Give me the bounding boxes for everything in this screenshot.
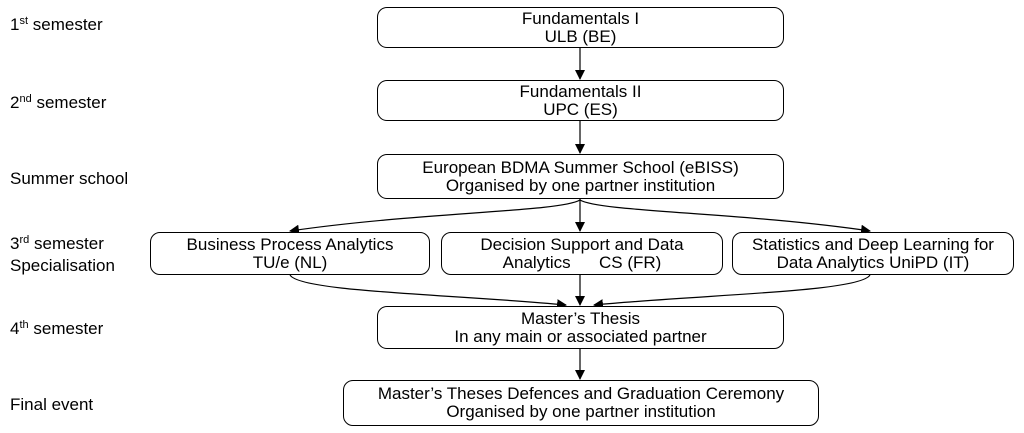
arrow-summer-to-bpa: [289, 199, 581, 235]
box-line: Fundamentals I: [521, 8, 640, 28]
box-line: Fundamentals II: [519, 81, 642, 101]
box-line: European BDMA Summer School (eBISS): [422, 157, 739, 177]
box-line: In any main or associated partner: [454, 326, 707, 346]
box-line: Decision Support and Data: [480, 234, 684, 254]
box-spec-business-process-analytics: Business Process Analytics TU/e (NL): [150, 232, 430, 275]
label-specialisation: Specialisation: [10, 256, 115, 275]
box-line: Organised by one partner institution: [445, 175, 716, 195]
box-fundamentals-2: Fundamentals II UPC (ES): [377, 80, 784, 121]
label-semester-3: 3rd semester: [10, 234, 104, 253]
label-summer-school: Summer school: [10, 169, 129, 188]
box-spec-decision-support: Decision Support and Data Analytics CS (…: [441, 232, 723, 275]
box-line: Business Process Analytics: [186, 234, 394, 254]
box-masters-thesis: Master’s Thesis In any main or associate…: [377, 306, 784, 349]
arrow-sdl-to-thesis: [593, 274, 871, 310]
box-line: UPC (ES): [543, 99, 618, 119]
box-final-event: Master’s Theses Defences and Graduation …: [343, 380, 819, 426]
arrow-bpa-to-thesis: [289, 274, 567, 310]
box-line: Statistics and Deep Learning for: [752, 234, 994, 254]
box-line: Master’s Theses Defences and Graduation …: [377, 384, 785, 403]
box-line: Master’s Thesis: [520, 308, 641, 328]
label-semester-2: 2nd semester: [10, 93, 107, 112]
box-spec-statistics-deep-learning: Statistics and Deep Learning for Data An…: [732, 232, 1014, 275]
label-final-event: Final event: [10, 395, 94, 414]
arrow-summer-to-sdl: [579, 199, 871, 235]
box-line: TU/e (NL): [252, 252, 328, 272]
box-line: Organised by one partner institution: [446, 402, 716, 421]
label-semester-1: 1st semester: [10, 15, 103, 34]
box-line: Data Analytics UniPD (IT): [776, 252, 970, 272]
box-line: ULB (BE): [544, 26, 617, 46]
box-line: Analytics CS (FR): [502, 252, 662, 272]
box-fundamentals-1: Fundamentals I ULB (BE): [377, 7, 784, 48]
box-summer-school: European BDMA Summer School (eBISS) Orga…: [377, 154, 784, 199]
label-semester-4: 4th semester: [10, 319, 104, 338]
